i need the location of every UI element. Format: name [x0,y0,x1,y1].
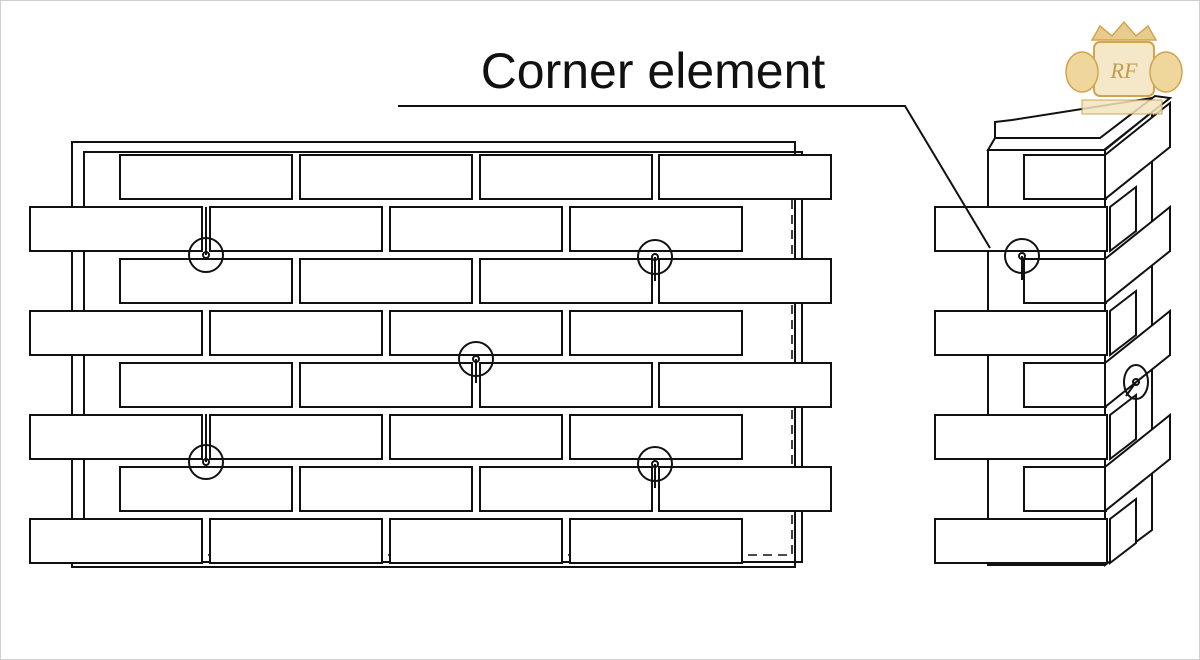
brick [389,206,563,252]
logo-initials: RF [1110,58,1138,83]
brick [479,466,653,512]
anchor-fixing-icon [1123,364,1149,400]
brick [299,362,473,408]
corner-side-brick [1104,412,1171,514]
corner-long-brick [934,414,1108,460]
brick [209,414,383,460]
corner-side-brick [1104,204,1171,306]
brick [29,518,203,564]
corner-side-short-brick [1109,392,1137,462]
anchor-fixing-icon [637,239,673,281]
callout-leader-line [398,105,991,249]
corner-side-short-brick [1109,184,1137,254]
brick [658,258,832,304]
brick [209,310,383,356]
brick [569,310,743,356]
brick [658,154,832,200]
corner-side-short-brick [1109,288,1137,358]
corner-long-brick [934,518,1108,564]
brick [389,518,563,564]
brick [119,362,293,408]
brick [119,466,293,512]
brick [29,206,203,252]
anchor-fixing-icon [458,341,494,383]
corner-short-brick [1023,362,1107,408]
corner-side-brick [1104,100,1171,202]
brick [29,414,203,460]
callout: Corner element [398,43,991,249]
corner-short-brick [1023,258,1107,304]
brick [479,258,653,304]
corner-element [934,94,1173,567]
corner-side-short-brick [1109,496,1137,566]
corner-brick-rows [934,100,1171,566]
corner-long-brick [934,206,1108,252]
brick [569,414,743,460]
brick [389,310,563,356]
crown-logo-icon: RF [1065,20,1183,115]
flat-brick-rows [29,154,832,564]
corner-short-brick [1023,154,1107,200]
callout-label: Corner element [481,43,826,99]
brick [209,518,383,564]
anchor-fixing-icon [188,207,224,273]
brick [29,310,203,356]
anchor-fixing-icon [637,446,673,488]
brick [209,206,383,252]
corner-long-brick [934,310,1108,356]
corner-anchors [1004,238,1149,400]
brick [389,414,563,460]
corner-side-brick [1104,308,1171,410]
brick [569,206,743,252]
brick [479,362,653,408]
brick [119,258,293,304]
anchor-fixing-icon [188,414,224,480]
brick [658,362,832,408]
brick [299,154,473,200]
flat-brick-panel [29,141,832,568]
brick [299,466,473,512]
corner-short-brick [1023,466,1107,512]
brick [299,258,473,304]
anchor-fixing-icon [1004,238,1040,280]
brick [658,466,832,512]
brick [119,154,293,200]
brick [569,518,743,564]
brick [479,154,653,200]
flat-panel-anchors [188,207,673,488]
